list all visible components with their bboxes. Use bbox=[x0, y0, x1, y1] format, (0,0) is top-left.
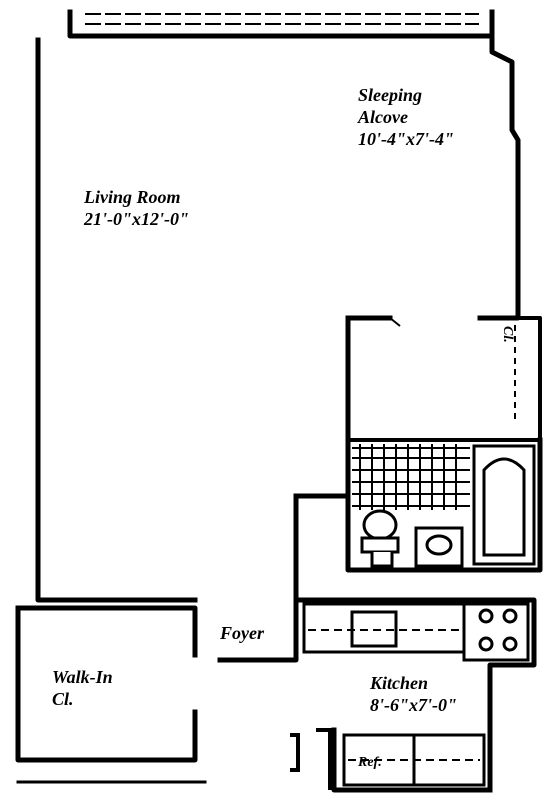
walk-in-closet-name-1: Walk-In bbox=[52, 667, 113, 687]
bathroom-wall bbox=[345, 437, 543, 573]
east-outer-wall bbox=[477, 33, 521, 321]
kitchen-wall bbox=[217, 577, 537, 793]
kitchen-counter bbox=[302, 602, 530, 662]
kitchen-lower-wall bbox=[331, 727, 493, 793]
top-wall bbox=[67, 9, 495, 39]
walk-in-closet-name-2: Cl. bbox=[52, 689, 74, 709]
sleeping-alcove-dims: 10'-4"x7'-4" bbox=[358, 129, 454, 149]
sleeping-alcove-label: Sleeping Alcove 10'-4"x7'-4" bbox=[358, 84, 454, 150]
bathroom-tile-grid bbox=[352, 444, 470, 510]
kitchen-dims: 8'-6"x7'-0" bbox=[370, 695, 457, 715]
living-room-label: Living Room 21'-0"x12'-0" bbox=[84, 186, 189, 230]
walk-in-closet-wall bbox=[15, 605, 198, 763]
bathroom-sink bbox=[414, 526, 464, 568]
foyer-label: Foyer bbox=[220, 623, 264, 643]
kitchen-name: Kitchen bbox=[370, 673, 429, 693]
living-room-name: Living Room bbox=[84, 187, 181, 207]
walk-in-closet-label: Walk-In Cl. bbox=[52, 666, 113, 710]
sleeping-alcove-name-1: Sleeping bbox=[358, 85, 423, 105]
living-room-wall bbox=[35, 37, 198, 603]
kitchen-label: Kitchen 8'-6"x7'-0" bbox=[370, 672, 457, 716]
sleeping-door-gap bbox=[389, 317, 401, 327]
living-room-dims: 21'-0"x12'-0" bbox=[84, 209, 189, 229]
corridor-wall bbox=[293, 493, 351, 583]
sleeping-alcove-name-2: Alcove bbox=[358, 107, 408, 127]
window bbox=[85, 13, 479, 25]
bathtub bbox=[472, 444, 536, 566]
stove-burners bbox=[478, 608, 518, 652]
refrigerator-label: Ref. bbox=[358, 755, 382, 770]
closet-vertical-label: Cl. bbox=[500, 326, 515, 343]
alcove-partition bbox=[345, 315, 393, 443]
toilet bbox=[360, 509, 400, 568]
door-jamb-left bbox=[290, 733, 300, 772]
alcove-closet-wall bbox=[346, 316, 542, 442]
door-jamb-right bbox=[316, 728, 332, 790]
